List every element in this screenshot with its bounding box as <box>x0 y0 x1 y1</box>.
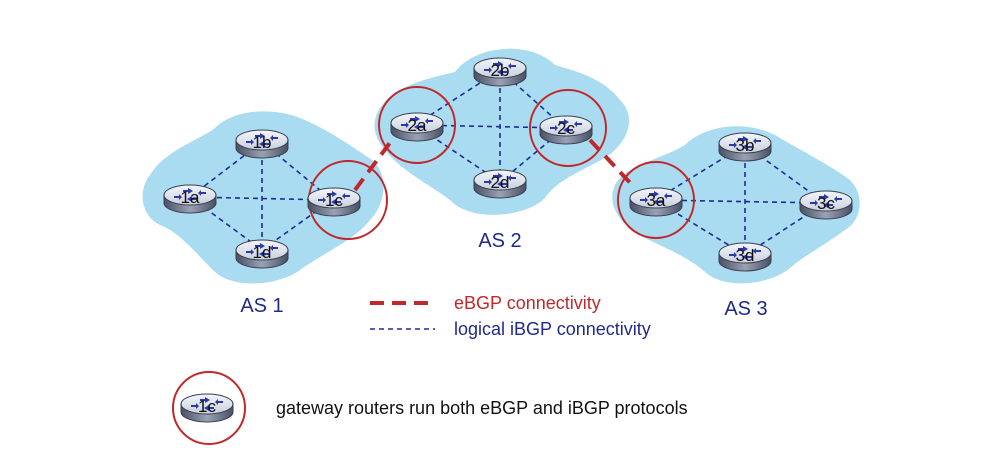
router-3b: 3b <box>718 132 772 162</box>
as1-label: AS 1 <box>240 295 283 317</box>
gateway-legend: 1c gateway routers run both eBGP and iBG… <box>172 371 688 445</box>
as2-label: AS 2 <box>478 230 521 252</box>
router-label-3a: 3a <box>647 191 666 210</box>
router-2a: 2a <box>390 112 444 142</box>
router-label-3d: 3d <box>736 246 755 265</box>
router-2c: 2c <box>539 115 593 145</box>
router-2d: 2d <box>473 169 527 199</box>
router-label-1c: 1c <box>325 191 343 210</box>
router-3a: 3a <box>629 187 683 217</box>
router-label-2d: 2d <box>491 173 510 192</box>
router-label-1b: 1b <box>253 133 272 152</box>
router-label-1d: 1d <box>253 243 272 262</box>
gateway-ring-2a <box>378 86 456 164</box>
gateway-ring-3a <box>617 161 695 239</box>
router-2b: 2b <box>473 57 527 87</box>
legend-gateway-router-label: 1c <box>198 397 216 416</box>
gateway-ring-2c <box>529 89 607 167</box>
legend-ebgp-label: eBGP connectivity <box>454 293 601 313</box>
router-label-2c: 2c <box>557 119 575 138</box>
router-label-1a: 1a <box>181 188 200 207</box>
router-1c: 1c <box>307 187 361 217</box>
router-1d: 1d <box>235 239 289 269</box>
legend-gateway-ring <box>172 371 246 445</box>
router-1b: 1b <box>235 129 289 159</box>
legend-gateway-text: gateway routers run both eBGP and iBGP p… <box>276 398 688 418</box>
router-3c: 3c <box>799 190 853 220</box>
as3-label: AS 3 <box>724 298 767 320</box>
legend: eBGP connectivity logical iBGP connectiv… <box>370 293 651 339</box>
router-label-2a: 2a <box>408 116 427 135</box>
router-label-3b: 3b <box>736 136 755 155</box>
legend-gateway-router: 1c <box>180 393 234 423</box>
legend-ibgp-label: logical iBGP connectivity <box>454 319 651 339</box>
router-label-2b: 2b <box>491 61 510 80</box>
router-1a: 1a <box>163 184 217 214</box>
router-3d: 3d <box>718 242 772 272</box>
router-label-3c: 3c <box>817 194 835 213</box>
as1-cloud <box>142 111 384 284</box>
